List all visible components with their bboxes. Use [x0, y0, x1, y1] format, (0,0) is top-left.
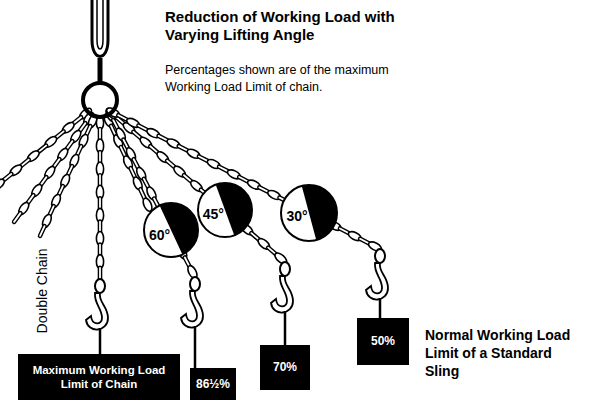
load-percent: 70% [273, 360, 297, 375]
hook [271, 262, 293, 345]
load-weight: 86½% [190, 368, 236, 400]
chain [105, 106, 289, 265]
load-rod [379, 298, 382, 318]
hook-eye [375, 249, 385, 263]
chain-label: Double Chain [34, 241, 50, 341]
link-shank [98, 58, 103, 83]
hook [86, 279, 108, 354]
hook-body [181, 291, 203, 328]
angle-disc: 60° [142, 201, 200, 259]
disc-face [281, 185, 337, 241]
chain [38, 113, 99, 238]
hook-body [86, 293, 108, 330]
load-percent: Maximum Working Load Limit of Chain [22, 363, 176, 392]
disc-face [144, 203, 198, 257]
hook [366, 249, 388, 318]
angle-disc: 30° [279, 183, 339, 243]
hook [181, 277, 203, 368]
load-weight: 50% [357, 318, 409, 365]
angle-value: 60° [149, 227, 170, 243]
load-rod [284, 311, 287, 345]
hook-eye [95, 279, 105, 293]
hook-eye [280, 262, 290, 276]
master-link [92, 0, 108, 57]
load-weight: 70% [260, 345, 310, 390]
load-weight: Maximum Working Load Limit of Chain [18, 354, 180, 400]
ring [83, 83, 117, 117]
load-rod [194, 326, 197, 368]
chain-link [0, 177, 6, 191]
chain [0, 106, 93, 191]
hook-body [366, 263, 388, 300]
chain [102, 112, 154, 212]
chain-link [12, 211, 23, 224]
angle-value: 45° [203, 206, 224, 222]
disc-face [198, 183, 252, 237]
sling-caption: Normal Working Load Limit of a Standard … [425, 326, 585, 380]
angle-value: 30° [287, 208, 308, 224]
angle-disc: 45° [196, 181, 254, 239]
chain [104, 107, 199, 280]
hook-body [271, 276, 293, 313]
chain [12, 111, 96, 224]
load-percent: 86½% [196, 377, 230, 392]
master-link-inner [97, 0, 103, 49]
load-percent: 50% [371, 334, 395, 349]
load-rod [99, 328, 102, 354]
chain [96, 116, 103, 280]
title: Reduction of Working Load with Varying L… [165, 8, 435, 44]
chain-link [38, 224, 47, 238]
hook-eye [190, 277, 200, 291]
note: Percentages shown are of the maximum Wor… [165, 62, 405, 96]
